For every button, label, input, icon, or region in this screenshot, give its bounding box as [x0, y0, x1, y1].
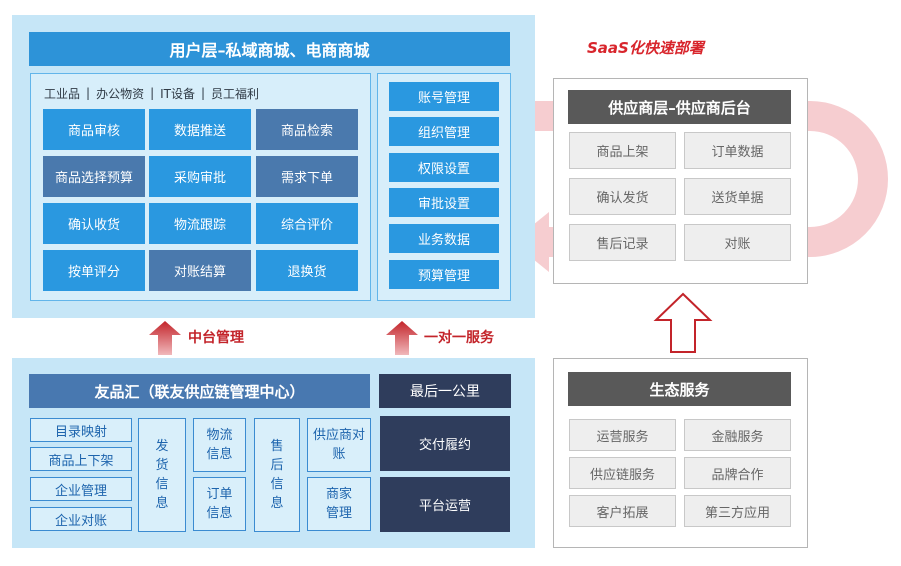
last-mile-title: 最后一公里 [379, 374, 511, 408]
user-function-item[interactable]: 数据推送 [149, 109, 251, 150]
middle-platform-arrow-icon [149, 321, 181, 355]
middle-platform-item[interactable]: 企业管理 [30, 477, 132, 501]
settings-item[interactable]: 账号管理 [389, 82, 499, 111]
category-it: IT设备 [160, 86, 195, 101]
user-layer-title: 用户层–私域商城、电商商城 [29, 32, 510, 66]
user-function-item[interactable]: 需求下单 [256, 156, 358, 197]
settings-item[interactable]: 组织管理 [389, 117, 499, 146]
settings-item[interactable]: 审批设置 [389, 188, 499, 217]
ecosystem-item[interactable]: 供应链服务 [569, 457, 676, 489]
category-welfare: 员工福利 [211, 86, 260, 101]
category-separator: | [201, 86, 206, 100]
ecosystem-title: 生态服务 [568, 372, 791, 406]
ecosystem-item[interactable]: 品牌合作 [684, 457, 791, 489]
supplier-item[interactable]: 售后记录 [569, 224, 676, 261]
user-function-item[interactable]: 商品检索 [256, 109, 358, 150]
merchant-management-box[interactable]: 商家管理 [307, 477, 371, 531]
supplier-item[interactable]: 对账 [684, 224, 791, 261]
category-office: 办公物资 [96, 86, 145, 101]
ecosystem-item[interactable]: 运营服务 [569, 419, 676, 451]
one-to-one-arrow-icon [386, 321, 418, 355]
category-separator: | [150, 86, 155, 100]
logistics-info-box[interactable]: 物流信息 [193, 418, 246, 472]
category-row: 工业品 | 办公物资 | IT设备 | 员工福利 [44, 83, 364, 103]
loop-arrow-band [511, 101, 888, 257]
middle-platform-item[interactable]: 目录映射 [30, 418, 132, 442]
ecosystem-item[interactable]: 客户拓展 [569, 495, 676, 527]
settings-item[interactable]: 权限设置 [389, 153, 499, 182]
user-function-item[interactable]: 采购审批 [149, 156, 251, 197]
supplier-settlement-box[interactable]: 供应商对账 [307, 418, 371, 472]
after-sales-info-box[interactable]: 售后信息 [254, 418, 300, 532]
middle-platform-item[interactable]: 商品上下架 [30, 447, 132, 471]
category-separator: | [86, 86, 91, 100]
supplier-item[interactable]: 商品上架 [569, 132, 676, 169]
one-to-one-arrow-label: 一对一服务 [424, 330, 494, 346]
ecosystem-item[interactable]: 金融服务 [684, 419, 791, 451]
settings-item[interactable]: 业务数据 [389, 224, 499, 253]
last-mile-item[interactable]: 平台运营 [380, 477, 510, 532]
user-function-item[interactable]: 综合评价 [256, 203, 358, 244]
user-function-item[interactable]: 商品选择预算 [43, 156, 145, 197]
user-function-item[interactable]: 退换货 [256, 250, 358, 291]
user-function-item[interactable]: 按单评分 [43, 250, 145, 291]
settings-item[interactable]: 预算管理 [389, 260, 499, 289]
supplier-item[interactable]: 确认发货 [569, 178, 676, 215]
supplier-item[interactable]: 送货单据 [684, 178, 791, 215]
ecosystem-up-arrow-icon [653, 292, 713, 353]
middle-platform-title: 友品汇（联友供应链管理中心） [29, 374, 370, 408]
supplier-item[interactable]: 订单数据 [684, 132, 791, 169]
last-mile-item[interactable]: 交付履约 [380, 416, 510, 471]
ecosystem-item[interactable]: 第三方应用 [684, 495, 791, 527]
shipping-info-box[interactable]: 发货信息 [138, 418, 186, 532]
user-function-item[interactable]: 商品审核 [43, 109, 145, 150]
category-industrial: 工业品 [44, 86, 81, 101]
middle-platform-arrow-label: 中台管理 [188, 330, 244, 346]
user-function-item[interactable]: 物流跟踪 [149, 203, 251, 244]
user-function-item[interactable]: 确认收货 [43, 203, 145, 244]
user-function-item[interactable]: 对账结算 [149, 250, 251, 291]
middle-platform-item[interactable]: 企业对账 [30, 507, 132, 531]
saas-label: SaaS化快速部署 [587, 38, 704, 57]
supplier-layer-title: 供应商层–供应商后台 [568, 90, 791, 124]
order-info-box[interactable]: 订单信息 [193, 477, 246, 531]
